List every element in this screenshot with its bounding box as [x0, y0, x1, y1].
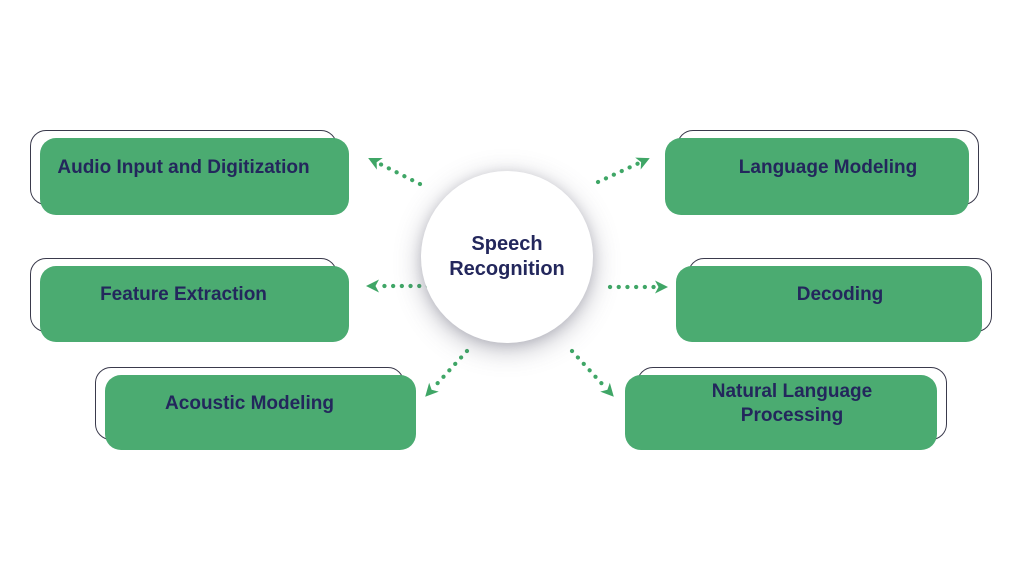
node-label: Natural Language Processing: [711, 380, 873, 426]
node-acoustic-modeling: Acoustic Modeling: [95, 367, 404, 440]
node-label: Language Modeling: [738, 156, 918, 178]
node-label: Audio Input and Digitization: [57, 156, 310, 178]
node-decoding: Decoding: [688, 258, 992, 332]
arrow-to-acoustic-modeling-icon: [425, 348, 470, 397]
node-language-modeling: Language Modeling: [677, 130, 979, 205]
arrow-to-language-modeling-icon: [595, 157, 650, 185]
arrow-to-natural-language-processing-icon: [569, 348, 614, 397]
center-node-speech-recognition: Speech Recognition: [421, 171, 593, 343]
arrow-to-audio-input-icon: [368, 158, 423, 187]
center-node-label: Speech Recognition: [449, 233, 565, 280]
node-label: Feature Extraction: [100, 284, 267, 306]
arrow-to-feature-extraction-icon: [366, 279, 431, 293]
node-label: Acoustic Modeling: [165, 392, 334, 414]
node-feature-extraction: Feature Extraction: [30, 258, 337, 332]
node-audio-input-and-digitization: Audio Input and Digitization: [30, 130, 337, 205]
arrow-to-decoding-icon: [607, 280, 668, 294]
node-natural-language-processing: Natural Language Processing: [637, 367, 947, 440]
node-label: Decoding: [796, 284, 884, 306]
